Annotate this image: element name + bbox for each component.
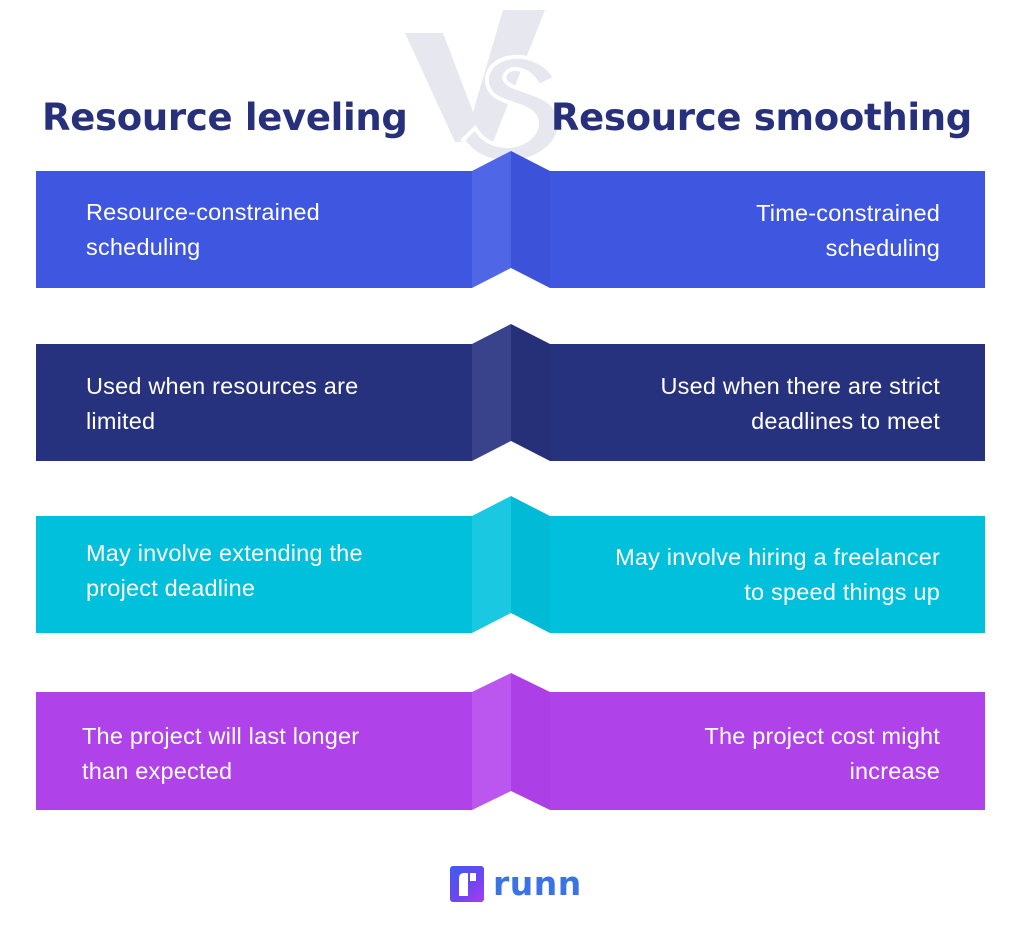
- row-1-right-text: Time-constrained scheduling: [756, 200, 940, 261]
- comparison-row-2: Used when resources are limited Used whe…: [0, 323, 1022, 483]
- row-2-right-text: Used when there are strict deadlines to …: [660, 373, 940, 434]
- row-2-left-text: Used when resources are limited: [86, 373, 359, 434]
- comparison-row-1: Resource-constrained scheduling Time-con…: [0, 150, 1022, 310]
- comparison-row-3: May involve extending the project deadli…: [0, 495, 1022, 655]
- right-heading: Resource smoothing: [550, 96, 972, 139]
- left-heading: Resource leveling: [42, 96, 408, 139]
- runn-logo: runn: [450, 864, 582, 904]
- runn-logo-icon: [450, 866, 484, 902]
- row-1-band-shape: [36, 151, 985, 288]
- runn-logo-text: runn: [493, 864, 582, 903]
- row-3-right-text: May involve hiring a freelancer to speed…: [615, 544, 940, 605]
- row-2-band-shape: [36, 324, 985, 461]
- row-4-right-text: The project cost might increase: [704, 723, 940, 784]
- row-4-band-shape: [36, 673, 985, 810]
- row-3-left-text: May involve extending the project deadli…: [86, 540, 363, 601]
- row-1-left-text: Resource-constrained scheduling: [86, 199, 320, 260]
- row-3-band-shape: [36, 496, 985, 633]
- vs-mark-icon: [405, 10, 562, 165]
- row-4-left-text: The project will last longer than expect…: [82, 723, 360, 784]
- comparison-row-4: The project will last longer than expect…: [0, 672, 1022, 832]
